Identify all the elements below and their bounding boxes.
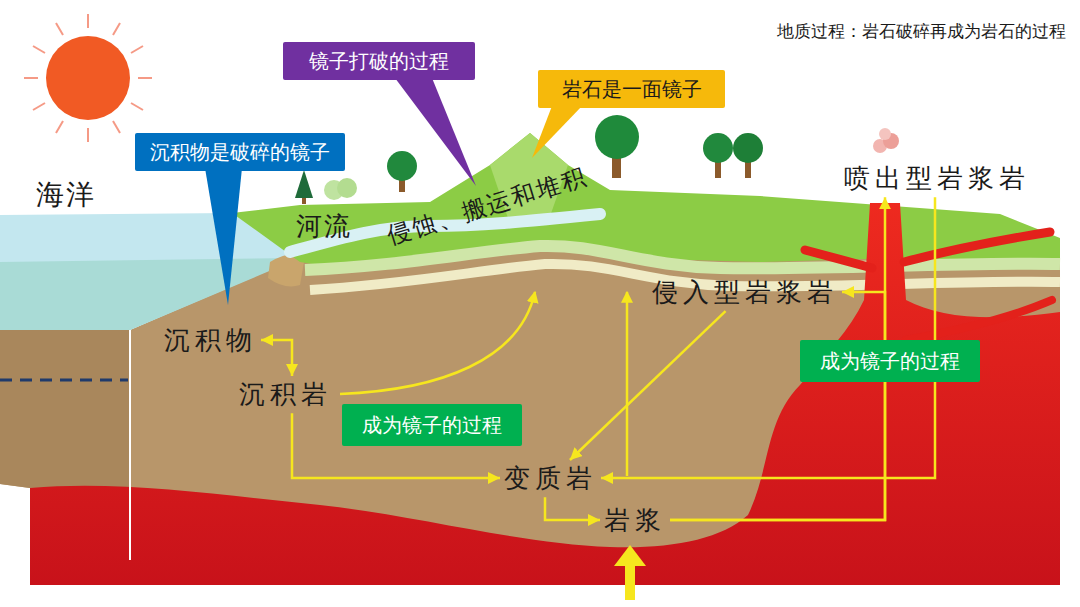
sun-ray [87,128,89,142]
cycle-arrow [570,311,726,460]
uplift-arrow [626,292,629,476]
tree [733,133,763,163]
magma-body [30,203,1060,585]
node-text: 侵入型岩浆岩 [652,277,838,308]
node-text: 成为镜子的过程 [362,413,502,437]
magma-intrusion [805,250,872,268]
node-text: 岩石是一面镜子 [562,77,702,101]
callout-box: 成为镜子的过程 [800,340,980,382]
sun-ray [113,23,120,35]
node-text: 岩浆 [604,505,666,536]
callout-box: 岩石是一面镜子 [538,70,725,108]
callout-box: 成为镜子的过程 [342,404,522,446]
cycle-arrow [670,292,885,520]
callout-pointer [532,106,582,158]
sun-ray [56,121,63,133]
block-edge [129,330,131,560]
cycle-arrow [261,340,292,376]
node-text: 沉积岩 [239,379,332,410]
region-label: 海洋 [36,178,96,212]
rock-label: 沉积物 [160,322,261,359]
callout-pointer [395,78,476,186]
sun-ray [138,77,152,79]
sun-rays [24,14,152,142]
cycle-arrow [545,497,600,520]
volcanic-plume [879,128,891,140]
node-text: 喷出型岩浆岩 [844,163,1030,194]
node-text: 沉积物 [164,325,257,356]
sun-ray [24,77,38,79]
bush [337,178,357,198]
region-label: 河流 [296,211,352,242]
heat-arrow-head [614,545,646,566]
tree [703,133,733,163]
rock-label: 变质岩 [500,460,601,497]
node-text: 成为镜子的过程 [820,349,960,373]
rock-label: 沉积岩 [235,376,336,413]
sun-ray [56,23,63,35]
magma-intrusion [906,300,1052,340]
tree [595,115,639,159]
deep-water [0,258,300,330]
node-text: 镜子打破的过程 [309,49,449,73]
callout-pointer [205,168,242,305]
uplift-arrow [340,292,535,394]
cycle-arrow [601,197,935,478]
node-text: 变质岩 [504,463,597,494]
rock-label: 岩浆 [600,502,670,539]
dashed-line [0,379,128,382]
rock-label: 喷出型岩浆岩 [840,160,1034,197]
sun-ray [131,46,143,53]
sun-ray [113,121,120,133]
tree [295,170,313,198]
magma-intrusion [904,232,1050,262]
sun-ray [33,103,45,110]
callout-box: 沉积物是破碎的镜子 [135,133,345,171]
tree [387,151,417,181]
diagram-title: 地质过程：岩石破碎再成为岩石的过程 [777,20,1066,43]
sun-ray [87,14,89,28]
heat-arrow [625,564,635,600]
callout-box: 镜子打破的过程 [283,42,475,80]
sun [46,36,130,120]
sun-ray [33,46,45,53]
node-text: 沉积物是破碎的镜子 [150,140,330,164]
sun-ray [131,103,143,110]
rock-label: 侵入型岩浆岩 [648,274,842,311]
